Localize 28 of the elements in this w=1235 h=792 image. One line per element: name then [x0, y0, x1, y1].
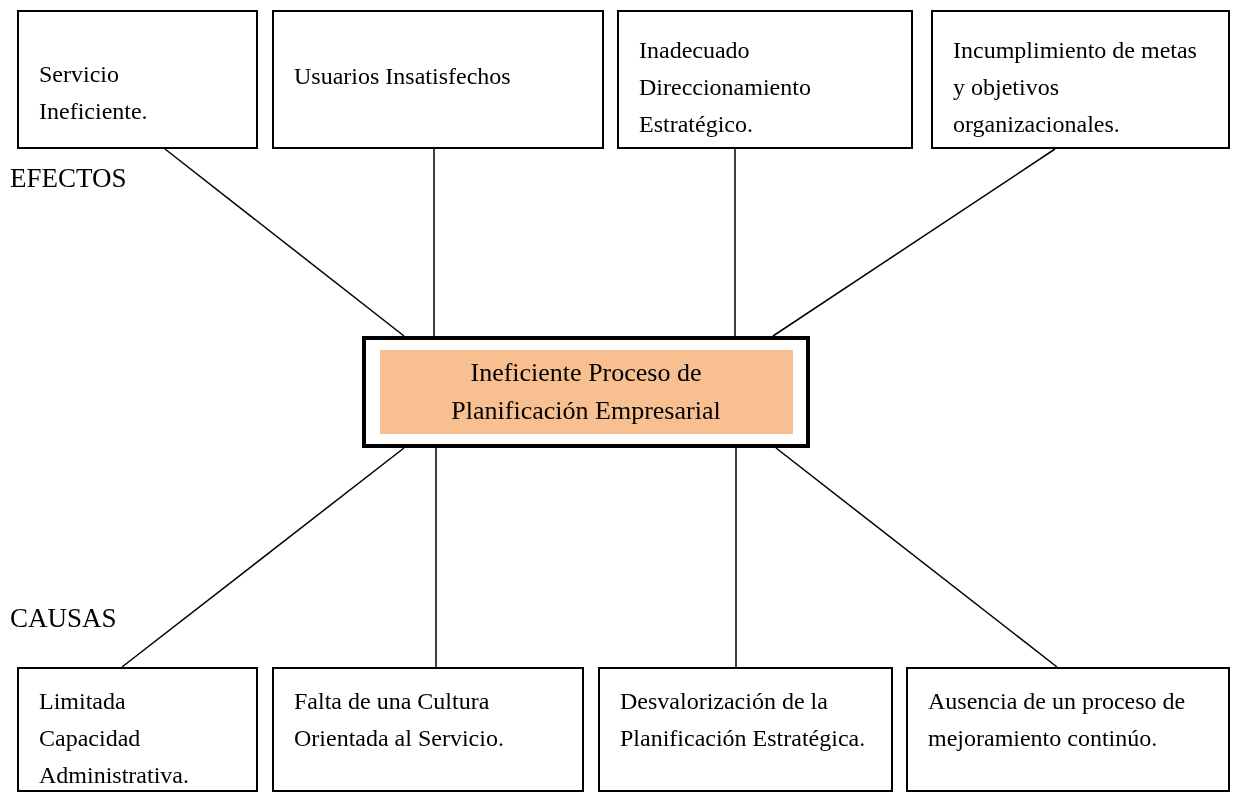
section-label: EFECTOS	[10, 162, 127, 195]
cause-box	[272, 667, 584, 792]
box-text: Usuarios Insatisfechos	[294, 62, 512, 91]
connector-line	[164, 148, 405, 337]
box-text: Servicio Ineficiente.	[39, 60, 149, 126]
box-text: Falta de una Cultura Orientada al Servicio.	[294, 687, 505, 753]
box-text: Limitada Capacidad Administrativa.	[39, 687, 190, 790]
effect-box	[931, 10, 1230, 149]
cause-box	[906, 667, 1230, 792]
connector-line	[121, 447, 405, 668]
effect-box	[17, 10, 258, 149]
connector-line	[735, 447, 737, 668]
section-label: CAUSAS	[10, 602, 117, 635]
problem-text: Ineficiente Proceso de Planificación Empresarial	[450, 357, 722, 427]
connector-line	[435, 447, 437, 668]
box-text: Ausencia de un proceso de mejoramiento continúo.	[928, 687, 1187, 753]
box-text: Incumplimiento de metas y objetivos organizacionales.	[953, 36, 1198, 139]
box-text: Desvalorización de la Planificación Estratégica.	[620, 687, 867, 753]
connector-line	[433, 148, 435, 337]
connector-line	[772, 148, 1056, 337]
cause-box	[598, 667, 893, 792]
connector-line	[775, 447, 1058, 668]
problem-box	[362, 336, 810, 448]
effect-box	[272, 10, 604, 149]
cause-box	[17, 667, 258, 792]
effect-box	[617, 10, 913, 149]
connector-line	[734, 148, 736, 337]
box-text: Inadecuado Direccionamiento Estratégico.	[639, 36, 812, 139]
